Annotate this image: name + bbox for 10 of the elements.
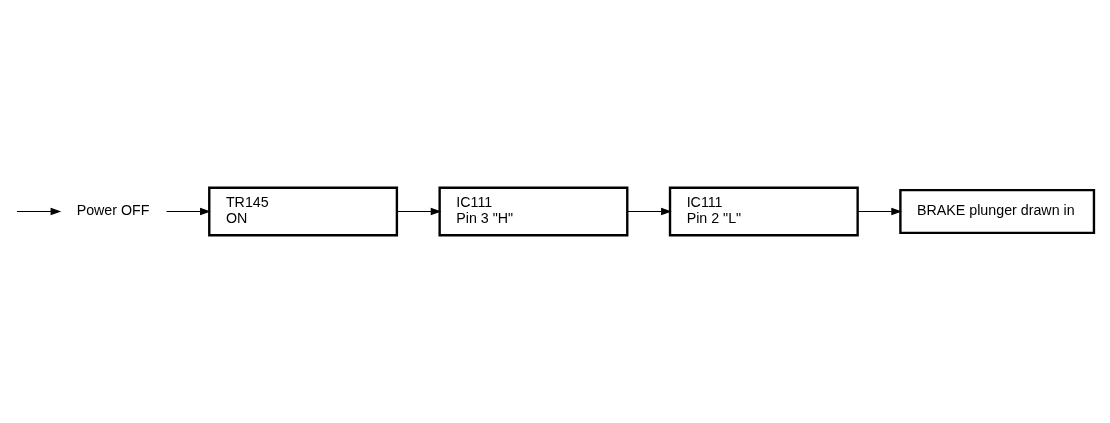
- node-box: IC111 Pin 3 "H": [438, 186, 629, 237]
- node-box: BRAKE plunger drawn in: [899, 188, 1096, 235]
- arrow: [857, 207, 903, 216]
- arrow: [16, 207, 62, 216]
- arrow: [165, 207, 211, 216]
- arrow: [396, 207, 442, 216]
- node-box: IC111 Pin 2 "L": [668, 186, 859, 237]
- node-box: TR145 ON: [208, 186, 399, 237]
- node-text: Power OFF: [76, 202, 150, 219]
- arrow: [626, 207, 672, 216]
